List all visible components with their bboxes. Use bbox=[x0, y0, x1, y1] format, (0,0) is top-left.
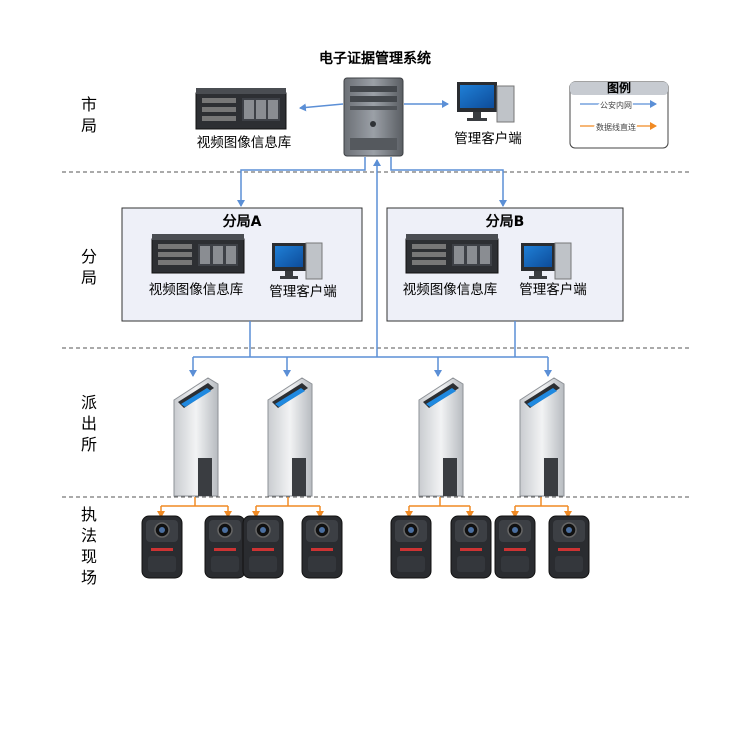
kiosk-icon bbox=[267, 377, 313, 497]
lane-char: 法 bbox=[81, 526, 97, 545]
body-camera-icon bbox=[450, 515, 492, 579]
lane-char: 现 bbox=[81, 547, 97, 566]
lane-label-city: 市 局 bbox=[81, 95, 97, 135]
lane-char: 派 bbox=[81, 393, 97, 412]
body-camera-icon bbox=[242, 515, 284, 579]
direct-lines bbox=[157, 497, 572, 518]
body-camera-icon bbox=[548, 515, 590, 579]
legend-item-direct: 数据线直连 bbox=[596, 122, 636, 132]
body-camera-icon bbox=[390, 515, 432, 579]
lane-char: 场 bbox=[81, 568, 97, 587]
kiosk-icon bbox=[418, 377, 464, 497]
body-camera-icon bbox=[494, 515, 536, 579]
rack-storage-icon bbox=[405, 234, 499, 274]
legend-item-network: 公安内网 bbox=[600, 100, 632, 110]
legend-title: 图例 bbox=[607, 80, 631, 95]
legend-header bbox=[570, 82, 668, 95]
branch-a-title: 分局A bbox=[223, 214, 262, 230]
desktop-computer-icon bbox=[272, 242, 323, 280]
lane-char: 局 bbox=[81, 268, 97, 287]
lane-char: 所 bbox=[81, 435, 97, 454]
branch-a-video-db-label: 视频图像信息库 bbox=[149, 281, 244, 298]
branch-b-client-label: 管理客户端 bbox=[519, 281, 587, 298]
branch-b-title: 分局B bbox=[486, 214, 525, 230]
body-cameras bbox=[141, 515, 590, 579]
network-line bbox=[390, 157, 507, 207]
network-line bbox=[299, 103, 344, 112]
kiosk-icon bbox=[519, 377, 565, 497]
system-title: 电子证据管理系统 bbox=[319, 50, 431, 67]
rack-storage-icon bbox=[195, 88, 287, 130]
server-tower-icon bbox=[343, 77, 404, 157]
kiosk-icon bbox=[173, 377, 219, 497]
legend: 图例 公安内网 数据线直连 bbox=[569, 80, 669, 149]
lane-char: 执 bbox=[81, 505, 97, 524]
lane-char: 分 bbox=[81, 247, 97, 266]
body-camera-icon bbox=[141, 515, 183, 579]
lane-char: 市 bbox=[81, 95, 97, 114]
lane-char: 出 bbox=[81, 414, 97, 433]
lane-label-branch: 分 局 bbox=[81, 247, 97, 287]
lane-label-field: 执 法 现 场 bbox=[81, 505, 97, 587]
body-camera-icon bbox=[204, 515, 246, 579]
branch-b-video-db-label: 视频图像信息库 bbox=[403, 281, 498, 298]
lane-char: 局 bbox=[81, 116, 97, 135]
network-line bbox=[237, 157, 366, 207]
city-video-db-label: 视频图像信息库 bbox=[197, 134, 292, 151]
desktop-computer-icon bbox=[521, 242, 572, 280]
desktop-computer-icon bbox=[457, 82, 515, 123]
rack-storage-icon bbox=[151, 234, 245, 274]
branch-a-client-label: 管理客户端 bbox=[269, 283, 337, 300]
city-client-label: 管理客户端 bbox=[454, 130, 522, 147]
lane-label-station: 派 出 所 bbox=[81, 393, 97, 454]
network-lines bbox=[189, 100, 552, 377]
body-camera-icon bbox=[301, 515, 343, 579]
